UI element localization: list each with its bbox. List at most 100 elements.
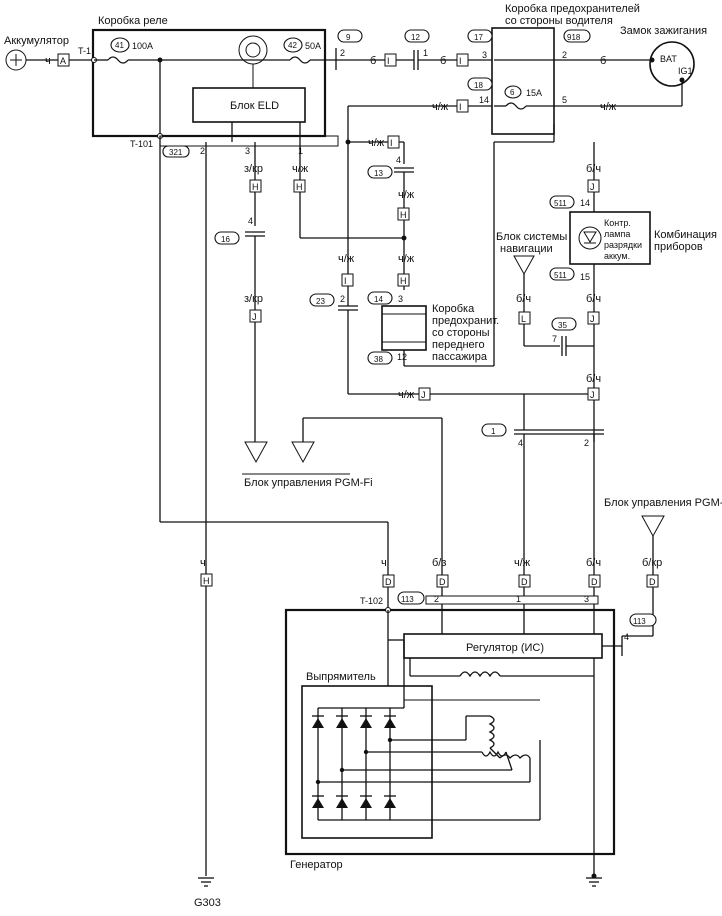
wire-color-ch-gnd: ч: [200, 557, 206, 569]
wire-color-chzh-g: ч/ж: [514, 557, 531, 569]
conn-letter-I1: I: [387, 56, 390, 66]
wire-color-bch-d: б/ч: [586, 557, 601, 569]
wire-color-bch-b: б/ч: [586, 293, 601, 305]
conn-23: 23: [316, 297, 325, 306]
wire-color-chzh-top: ч/ж: [432, 101, 449, 113]
terminal-ig1: IG1: [678, 66, 693, 76]
pin-c1-2: 2: [584, 438, 589, 448]
wire-color-chzh-b: ч/ж: [292, 163, 309, 175]
wire-color-chzh-c: ч/ж: [398, 189, 415, 201]
terminal-bat: BAT: [660, 54, 677, 64]
pin-23-2: 2: [340, 294, 345, 304]
terminal-t1: T-1: [78, 46, 91, 56]
conn-letter-D2: D: [439, 577, 446, 587]
charge-lamp-label-3: разрядки: [604, 240, 642, 250]
pin-g-1: 1: [516, 594, 521, 604]
conn-letter-D1: D: [385, 577, 392, 587]
fuse-6-rating: 15A: [526, 88, 542, 98]
wire-color-chzh-d: ч/ж: [398, 253, 415, 265]
pin-pf-12: 12: [397, 352, 407, 362]
pgmfi-input-b: [291, 441, 315, 464]
driver-fuse-box: [491, 27, 555, 135]
instrument-cluster-label-2: приборов: [654, 241, 703, 253]
conn-511-a: 511: [554, 199, 567, 208]
conn-14: 14: [374, 295, 383, 304]
pgmfi-right-symbol: [641, 515, 665, 538]
wire-color-b3: б: [600, 55, 606, 67]
wire-color-bch-a: б/ч: [586, 163, 601, 175]
wire-color-b2: б: [440, 55, 446, 67]
conn-511-b: 511: [554, 271, 567, 280]
instrument-cluster: [569, 211, 651, 265]
pass-fuse-box-label-3: со стороны: [432, 327, 490, 339]
wire-color-chzh-e: ч/ж: [338, 253, 355, 265]
relay-box-label: Коробка реле: [98, 15, 168, 27]
terminal-t101: T-101: [130, 139, 153, 149]
conn-letter-L: L: [521, 314, 526, 324]
wire-color-b1: б: [370, 55, 376, 67]
pgmfi-right-label: Блок управления PGM-Fi: [604, 497, 722, 509]
conn-12: 12: [411, 33, 420, 42]
instrument-cluster-label-1: Комбинация: [654, 229, 717, 241]
pin-cl-14: 14: [580, 198, 590, 208]
fuse-42-num: 42: [288, 41, 297, 50]
pass-fuse-box-label-5: пассажира: [432, 351, 488, 363]
wire-color-ch-gen: ч: [381, 557, 387, 569]
ground-label: G303: [194, 897, 221, 909]
conn-16: 16: [221, 235, 230, 244]
rectifier-box: [301, 685, 433, 839]
conn-letter-I4: I: [390, 138, 393, 148]
wire-color-bz: б/з: [432, 557, 446, 569]
nav-unit-label-1: Блок системы: [496, 231, 567, 243]
nav-unit-symbol: [513, 255, 535, 276]
conn-letter-I2: I: [459, 56, 462, 66]
pin-cl-15: 15: [580, 272, 590, 282]
conn-35: 35: [558, 321, 567, 330]
conn-letter-J4: J: [590, 314, 595, 324]
eld-unit-label: Блок ELD: [230, 100, 279, 112]
ignition-switch: [649, 41, 695, 87]
wire-color-zkr-b: з/кр: [244, 293, 263, 305]
pin-g-4: 4: [624, 632, 629, 642]
conn-letter-J2: J: [421, 390, 426, 400]
pgmfi-input-a: [244, 441, 268, 464]
conn-letter-H1: H: [400, 210, 407, 220]
conn-18: 18: [474, 81, 483, 90]
pin-df-3: 3: [482, 50, 487, 60]
wire-color-bch-c: б/ч: [586, 373, 601, 385]
ignition-switch-label: Замок зажигания: [620, 25, 707, 37]
eld-unit: [192, 87, 306, 123]
conn-9: 9: [346, 33, 351, 42]
wire-color-chzh-a: ч/ж: [368, 137, 385, 149]
pin-12-1: 1: [423, 48, 428, 58]
stator-windings: [404, 699, 541, 821]
pass-fuse-box-label-4: переднего: [432, 339, 485, 351]
nav-unit-label-2: навигации: [500, 243, 553, 255]
conn-letter-H2: H: [400, 276, 407, 286]
pin-df-14: 14: [479, 95, 489, 105]
conn-17: 17: [474, 33, 483, 42]
conn-letter-J3: J: [590, 182, 595, 192]
conn-letter-D4: D: [591, 577, 598, 587]
fuse-41-rating: 100A: [132, 41, 153, 51]
conn-1: 1: [491, 427, 496, 436]
generator-label: Генератор: [290, 859, 343, 871]
conn-letter-H3: H: [296, 182, 303, 192]
conn-13: 13: [374, 169, 383, 178]
wire-color-chzh-f: ч/ж: [398, 389, 415, 401]
conn-113-b: 113: [633, 617, 646, 626]
pin-35-7: 7: [552, 334, 557, 344]
terminal-t102: T-102: [360, 596, 383, 606]
pin-df-2: 2: [562, 50, 567, 60]
conn-letter-I5: I: [344, 276, 347, 286]
charge-lamp-label-1: Контр.: [604, 218, 631, 228]
pin-321-2: 2: [200, 146, 205, 156]
battery-symbol: [5, 49, 27, 71]
pin-pf-3: 3: [398, 294, 403, 304]
pin-g-3: 3: [584, 594, 589, 604]
generator-box: [284, 608, 616, 856]
wire-color-bkr: б/кр: [642, 557, 662, 569]
conn-letter-H5: H: [203, 576, 210, 586]
wire-color-batt: ч: [45, 55, 51, 67]
wire-color-bch-nav: б/ч: [516, 293, 531, 305]
